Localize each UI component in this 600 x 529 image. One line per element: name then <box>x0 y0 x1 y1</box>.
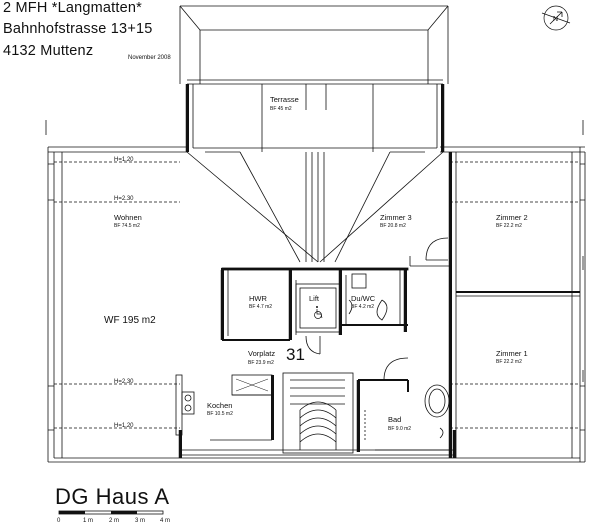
apartment-number: 31 <box>286 345 305 364</box>
height-label-top-120: H=1.20 <box>114 157 134 163</box>
room-zimmer3-name: Zimmer 3 <box>380 213 412 222</box>
scale-label-3: 3 m <box>135 518 145 524</box>
room-zimmer2-name: Zimmer 2 <box>496 213 528 222</box>
room-lift-name: Lift <box>309 294 320 303</box>
total-living-area: WF 195 m2 <box>104 315 156 326</box>
project-city: 4132 Muttenz <box>3 43 94 59</box>
project-address: Bahnhofstrasse 13+15 <box>3 21 153 37</box>
height-label-bottom-120: H=1.20 <box>114 423 134 429</box>
project-name: 2 MFH *Langmatten* <box>3 0 142 16</box>
room-duwc-area: BF 4.2 m2 <box>351 304 374 310</box>
scale-label-1: 1 m <box>83 518 93 524</box>
room-zimmer2-area: BF 22.2 m2 <box>496 223 522 229</box>
scale-label-4: 4 m <box>160 518 170 524</box>
plan-title: DG Haus A <box>55 484 170 509</box>
room-hwr-name: HWR <box>249 294 267 303</box>
height-label-top-230: H=2.30 <box>114 196 134 202</box>
scale-bar: 0 1 m 2 m 3 m 4 m <box>57 510 170 524</box>
room-vorplatz-area: BF 23.9 m2 <box>248 360 274 366</box>
room-zimmer1-name: Zimmer 1 <box>496 349 528 358</box>
room-terrasse-area: BF 45 m2 <box>270 106 292 112</box>
plan-date: November 2008 <box>128 55 171 61</box>
wheelchair-icon <box>314 306 323 319</box>
room-wohnen-area: BF 74.5 m2 <box>114 223 140 229</box>
height-label-bottom-230: H=2.30 <box>114 379 134 385</box>
room-terrasse-name: Terrasse <box>270 95 299 104</box>
room-kochen-area: BF 10.5 m2 <box>207 411 233 417</box>
scale-label-0: 0 <box>57 518 61 524</box>
room-bad-name: Bad <box>388 415 401 424</box>
room-duwc-name: Du/WC <box>351 294 376 303</box>
north-arrow-icon: N <box>541 5 571 31</box>
svg-text:N: N <box>553 16 558 23</box>
room-vorplatz-name: Vorplatz <box>248 349 275 358</box>
room-wohnen-name: Wohnen <box>114 213 142 222</box>
room-kochen-name: Kochen <box>207 401 232 410</box>
room-bad-area: BF 9.0 m2 <box>388 426 411 432</box>
scale-label-2: 2 m <box>109 518 119 524</box>
room-zimmer3-area: BF 20.8 m2 <box>380 223 406 229</box>
room-zimmer1-area: BF 22.2 m2 <box>496 359 522 365</box>
room-hwr-area: BF 4.7 m2 <box>249 304 272 310</box>
